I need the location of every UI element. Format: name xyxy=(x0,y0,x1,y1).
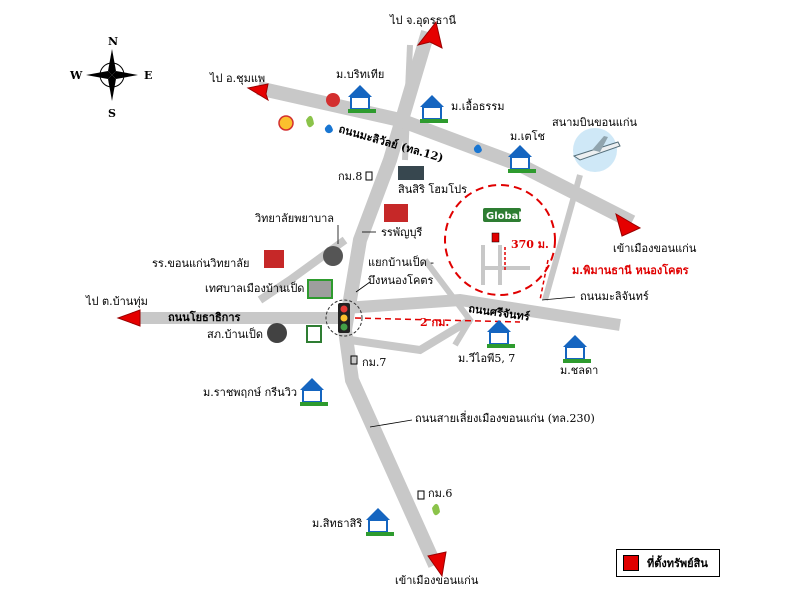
label-road-malichan: ถนนมะลิจันทร์ xyxy=(580,290,649,303)
label-km7: กม.7 xyxy=(362,356,386,369)
label-udon: ไป จ.อุดรธานี xyxy=(389,14,457,27)
compass-n: N xyxy=(108,35,118,48)
leader-bypass xyxy=(369,419,413,428)
label-nursing: วิทยาลัยพยาบาล xyxy=(254,212,334,225)
label-municipality: เทศบาลเมืองบ้านเป็ด xyxy=(205,281,304,295)
arrow-north xyxy=(416,20,443,49)
arrow-city-ne xyxy=(615,212,642,237)
road-ns-main xyxy=(337,30,442,568)
airport-icon xyxy=(572,128,621,172)
homepro-building-icon xyxy=(398,166,424,180)
distance-2km: 2 กม. xyxy=(420,316,449,329)
arrow-banthum xyxy=(116,309,141,327)
global-logo xyxy=(483,208,521,222)
label-vip: ม.วีไอพี5, 7 xyxy=(458,352,515,365)
bp-icon-2 xyxy=(432,503,440,516)
direction-arrows xyxy=(116,20,642,578)
house-icon-sitthasiri xyxy=(366,508,394,536)
traffic-light-icon xyxy=(325,299,363,337)
house-icon-vip xyxy=(487,320,515,348)
road-malichan xyxy=(542,174,583,301)
compass-s: S xyxy=(108,107,116,120)
leader-malichan xyxy=(541,296,576,301)
label-police: สภ.บ้านเป็ด xyxy=(207,327,263,341)
label-city-s: เข้าเมืองขอนแก่น xyxy=(395,574,479,587)
road-connector-s xyxy=(349,316,473,355)
label-ratchaphruek: ม.ราชพฤกษ์ กรีนวิว xyxy=(203,386,297,399)
compass-e: E xyxy=(144,69,152,82)
house-icon-borithia xyxy=(348,85,376,113)
label-uatham: ม.เอื้อธรรม xyxy=(451,98,505,113)
label-junction: แยกบ้านเป็ด - xyxy=(368,255,434,269)
label-km8: กม.8 xyxy=(338,170,362,183)
house-icon-techo xyxy=(508,145,536,173)
arrow-chumphae xyxy=(246,83,269,102)
house-icon-uatham xyxy=(420,95,448,123)
label-junction-2: บึงหนองโคตร xyxy=(368,273,434,287)
house-icon-chonlada xyxy=(563,335,591,363)
subject-marker xyxy=(491,232,500,243)
legend-swatch-subject xyxy=(623,555,639,571)
legend-label: ที่ตั้งทรัพย์สิน xyxy=(647,557,708,570)
map-legend: ที่ตั้งทรัพย์สิน xyxy=(616,549,720,577)
label-chumphae: ไป อ.ชุมแพ xyxy=(209,72,265,85)
village-icons xyxy=(300,85,591,536)
label-banthum: ไป ต.บ้านทุ่ม xyxy=(85,295,148,308)
ptt-drop-icon xyxy=(324,124,333,134)
label-phanburi: รรพัญบุรี xyxy=(381,226,422,239)
school-icon-khonkaen xyxy=(264,250,284,268)
house-icon-ratchaphruek xyxy=(300,378,328,406)
shell-icon xyxy=(278,115,294,131)
label-techo: ม.เตโช xyxy=(510,129,545,143)
label-airport: สนามบินขอนแก่น xyxy=(552,116,638,129)
compass-w: W xyxy=(69,69,83,82)
label-borithia: ม.บริทเทีย xyxy=(336,68,384,81)
leader-junction xyxy=(355,281,371,293)
dist-2km-line xyxy=(354,317,521,323)
nursing-college-icon xyxy=(323,246,343,266)
gas-station-icons xyxy=(278,93,482,516)
km-post-icon-6 xyxy=(417,490,425,500)
municipality-icon xyxy=(307,279,333,299)
label-km6: กม.6 xyxy=(428,487,452,500)
label-city-ne: เข้าเมืองขอนแก่น xyxy=(613,242,697,255)
label-road-yothasiri: ถนนโยธาธิการ xyxy=(168,310,240,324)
label-chonlada: ม.ชลดา xyxy=(560,364,598,377)
subject-radius-circle xyxy=(444,184,556,296)
km-post-icon-8 xyxy=(365,171,373,181)
bp-icon xyxy=(306,115,314,128)
police-station-icon xyxy=(267,323,287,343)
road-sriphan xyxy=(344,293,621,331)
distance-370: 370 ม. xyxy=(511,238,549,251)
label-phimarn: ม.พิมานธานี หนองโคตร xyxy=(572,263,689,277)
road-small-c xyxy=(422,258,474,347)
caltex-icon xyxy=(326,93,340,107)
label-road-bypass: ถนนสายเลี่ยงเมืองขอนแก่น (ทล.230) xyxy=(415,410,595,425)
road-small-n xyxy=(402,44,413,161)
ptt-drop-icon-2 xyxy=(473,144,482,154)
school-icon-phanburi xyxy=(384,204,408,222)
global-text: Global xyxy=(486,211,522,222)
km-post-icon-7 xyxy=(350,355,358,365)
compass-rose: N S E W xyxy=(69,35,152,120)
label-homepro: สินสิริ โฮมโปร xyxy=(398,182,467,196)
label-sitthasiri: ม.สิทธาสิริ xyxy=(312,517,362,530)
label-khonkaen-school: รร.ขอนแก่นวิทยาลัย xyxy=(152,257,249,270)
seven-eleven-icon xyxy=(306,325,322,343)
arrow-city-s xyxy=(427,551,447,578)
